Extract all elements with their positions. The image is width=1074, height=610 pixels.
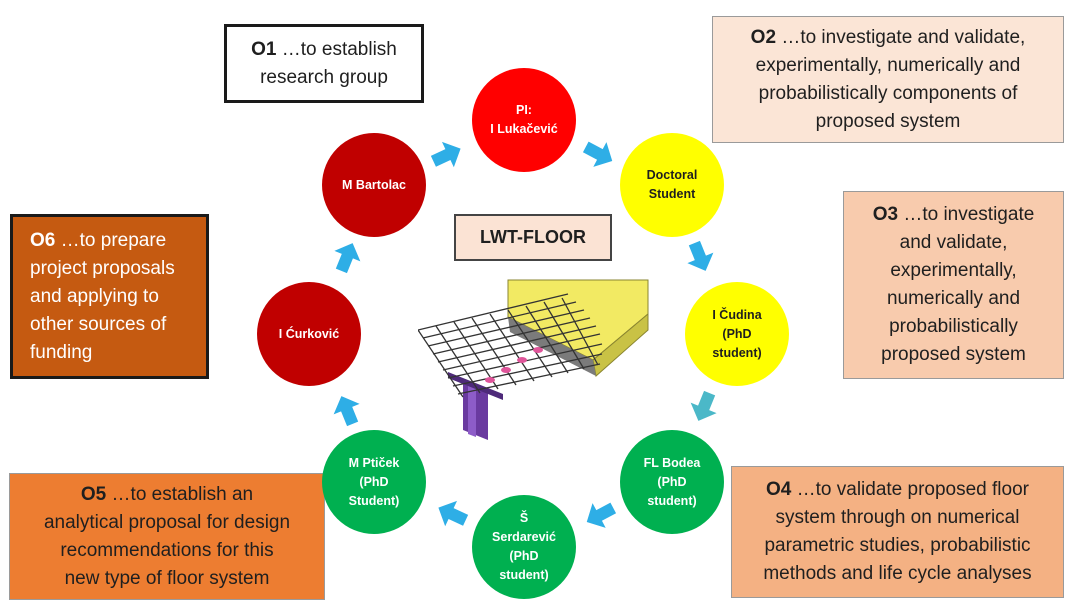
objective-o2-line-4: proposed system xyxy=(815,110,961,132)
objective-o6-code: O6 xyxy=(30,229,56,251)
member-circle-curkovic: I Ćurković xyxy=(257,282,361,386)
member-circle-bartolac: M Bartolac xyxy=(322,133,426,237)
objective-o6-line-5: funding xyxy=(30,341,93,363)
member-label: Student xyxy=(648,187,696,201)
member-label: (PhD xyxy=(657,474,687,489)
objective-o1-code: O1 xyxy=(251,38,277,60)
objective-o6-line-2: project proposals xyxy=(30,257,175,279)
arrow-icon xyxy=(582,141,613,167)
arrow-icon xyxy=(333,396,360,427)
member-circle-serdarevic: Š Serdarević (PhD student) xyxy=(472,495,576,599)
arrow-icon xyxy=(690,390,717,421)
objective-o2-code: O2 xyxy=(750,26,777,48)
objective-o3-line-5: probabilistically xyxy=(889,316,1018,337)
member-label: PI: xyxy=(516,103,532,117)
objective-o3-code: O3 xyxy=(872,204,899,225)
member-label: M Ptiček xyxy=(348,455,400,470)
objective-o4-line-2: system through on numerical xyxy=(775,507,1020,528)
objective-o1: O1 …to establish research group xyxy=(224,24,424,103)
member-label: I Ćurković xyxy=(278,326,340,341)
objective-o2: O2 …to investigate and validate, experim… xyxy=(712,16,1064,143)
objective-o4-line-1: O4 …to validate proposed floor xyxy=(765,479,1029,500)
member-label: I Čudina xyxy=(712,307,762,322)
objective-o4-line-4: methods and life cycle analyses xyxy=(763,563,1032,584)
objective-o5: O5 …to establish an analytical proposal … xyxy=(9,473,325,600)
objective-o4-line-3: parametric studies, probabilistic xyxy=(764,535,1031,556)
objective-o4: O4 …to validate proposed floor system th… xyxy=(731,466,1064,598)
member-label: Š xyxy=(519,511,529,525)
arrow-icon xyxy=(334,243,361,274)
arrow-icon xyxy=(687,240,714,271)
arrow-icon xyxy=(586,502,617,528)
objective-o5-line-2: analytical proposal for design xyxy=(43,511,291,533)
objective-o3-line-3: experimentally, xyxy=(890,260,1017,281)
arrow-icon xyxy=(438,500,469,527)
member-label: (PhD xyxy=(722,326,752,341)
member-label: Serdarević xyxy=(492,530,556,544)
member-circle-lukacevic: PI: I Lukačević xyxy=(472,68,576,172)
objective-o5-line-1: O5 …to establish an xyxy=(80,483,254,505)
objective-o3-line-1: O3 …to investigate xyxy=(872,204,1035,225)
objective-o5-line-4: new type of floor system xyxy=(64,567,270,589)
objective-o2-line-3: probabilistically components of xyxy=(758,82,1018,104)
member-label: M Bartolac xyxy=(342,177,406,192)
floor-system-illustration xyxy=(418,279,649,440)
objective-o3: O3 …to investigate and validate, experim… xyxy=(843,191,1064,379)
member-label: I Lukačević xyxy=(490,122,558,136)
member-label: student) xyxy=(647,493,697,508)
objective-o1-line-2: research group xyxy=(260,66,388,88)
member-label: (PhD xyxy=(509,549,539,563)
member-label: (PhD xyxy=(359,474,389,489)
arrow-icon xyxy=(430,141,461,168)
member-label: student) xyxy=(712,345,762,360)
objective-o1-line-1: O1 …to establish xyxy=(251,38,397,60)
member-label: Doctoral xyxy=(646,168,698,182)
member-label: FL Bodea xyxy=(643,455,701,470)
objective-o3-line-6: proposed system xyxy=(881,344,1026,365)
objective-o6-line-1: O6 …to prepare xyxy=(30,229,167,251)
member-circle-pticek: M Ptiček (PhD Student) xyxy=(322,430,426,534)
member-circle-bodea: FL Bodea (PhD student) xyxy=(620,430,724,534)
objective-o3-line-2: and validate, xyxy=(899,232,1008,253)
objective-o5-code: O5 xyxy=(80,483,107,505)
objective-o5-line-3: recommendations for this xyxy=(60,539,274,561)
member-label: student) xyxy=(499,568,549,582)
member-circle-doctoral-student: Doctoral Student xyxy=(620,133,724,237)
objective-o6: O6 …to prepare project proposals and app… xyxy=(10,214,209,379)
objective-o3-line-4: numerically and xyxy=(886,288,1021,309)
center-title: LWT-FLOOR xyxy=(454,214,612,261)
objective-o4-code: O4 xyxy=(765,479,792,500)
objective-o2-line-1: O2 …to investigate and validate, xyxy=(750,26,1026,48)
member-circle-cudina: I Čudina (PhD student) xyxy=(685,282,789,386)
objective-o6-line-4: other sources of xyxy=(30,313,167,335)
member-label: Student) xyxy=(348,493,400,508)
objective-o2-line-2: experimentally, numerically and xyxy=(755,54,1021,76)
objective-o6-line-3: and applying to xyxy=(30,285,159,307)
